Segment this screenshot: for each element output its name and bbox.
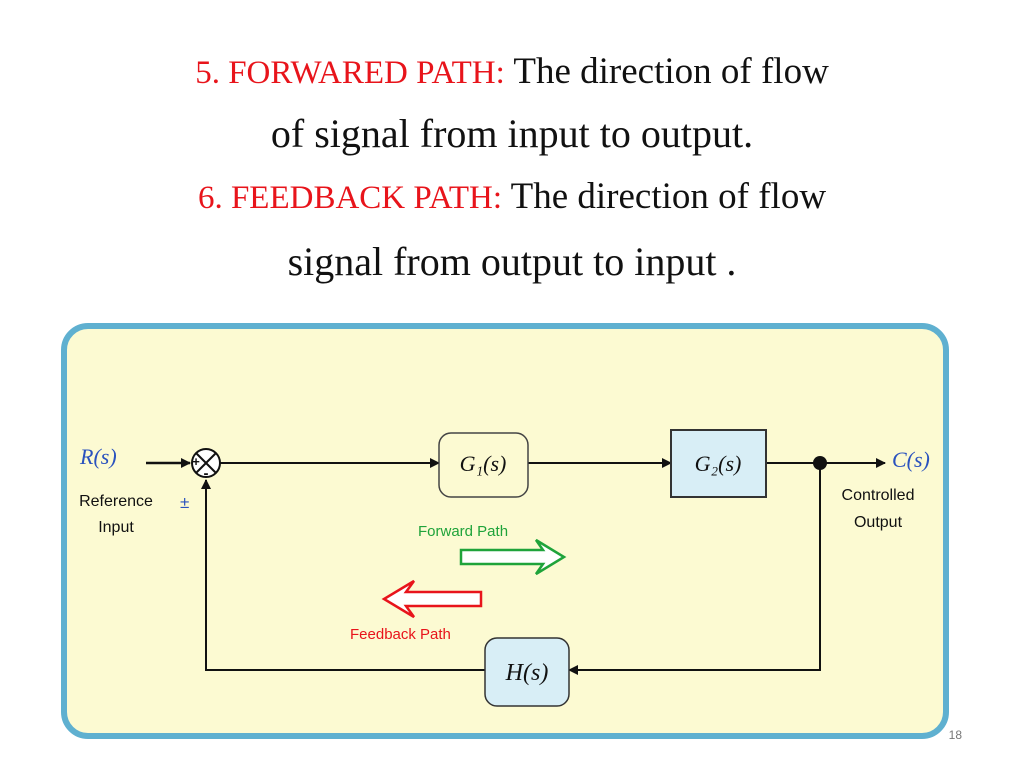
g2-block-label: G₂(s) (695, 451, 742, 476)
summer-plus-sign: + (192, 454, 200, 469)
page-number: 18 (948, 728, 962, 742)
input-symbol: R(s) (79, 444, 117, 469)
feedback-path-caption: Feedback Path (350, 626, 451, 643)
summing-junction: + - (191, 448, 221, 482)
forward-path-label: 5. FORWARED PATH: (195, 55, 505, 91)
forward-path-text: The direction of flow (504, 51, 829, 92)
g1-block (438, 432, 529, 498)
diagram-frame (61, 323, 949, 739)
h-block (484, 637, 570, 707)
output-symbol: C(s) (892, 447, 930, 472)
forward-path-arrow (459, 538, 567, 576)
forward-path-text-cont: of signal from input to output. (270, 111, 754, 156)
g1-block-label: G₁(s) (460, 451, 507, 476)
feedback-path-arrow (381, 579, 483, 619)
takeoff-point (813, 456, 827, 470)
feedback-path-label: 6. FEEDBACK PATH: (197, 180, 503, 216)
forward-path-heading: 5. FORWARED PATH: The direction of flow (40, 50, 984, 93)
feedback-path-text-cont: signal from output to input . (287, 239, 737, 284)
h-block-label: H(s) (505, 660, 549, 686)
controlled-label: Controlled (842, 487, 915, 504)
plus-minus-sign: ± (180, 493, 189, 512)
feedback-line-right (568, 463, 821, 675)
feedback-path-text: The direction of flow (502, 176, 827, 217)
g2-block (670, 429, 767, 498)
output-label: Output (854, 514, 903, 531)
feedback-line-left (201, 479, 485, 671)
feedback-path-heading: 6. FEEDBACK PATH: The direction of flow (40, 175, 984, 218)
summer-minus-sign: - (204, 465, 209, 482)
reference-label: Reference (79, 493, 153, 510)
input-label: Input (98, 519, 134, 536)
forward-path-caption: Forward Path (418, 523, 508, 540)
